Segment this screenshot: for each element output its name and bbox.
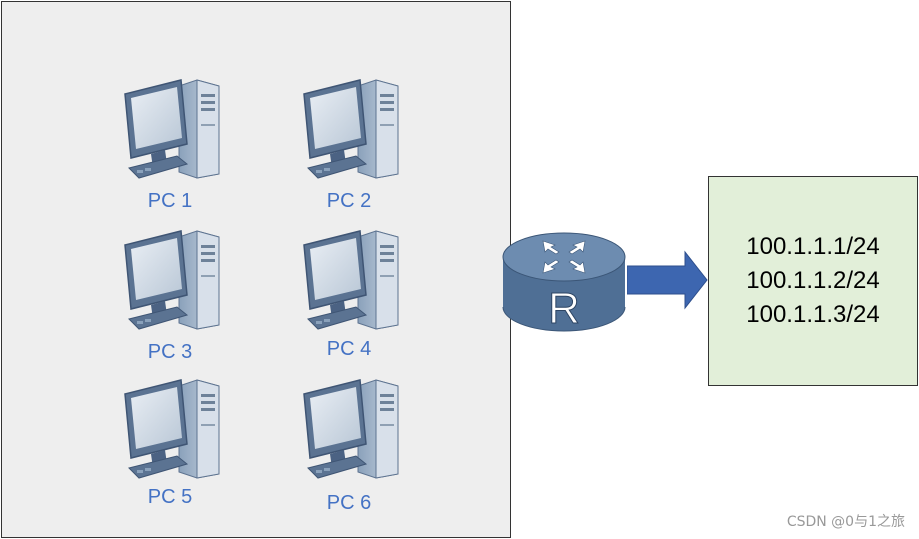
- pc-label: PC 5: [147, 486, 193, 508]
- watermark: CSDN @0与1之旅: [786, 514, 905, 530]
- pc-2: PC 2: [289, 74, 409, 224]
- arrow-right-icon: [626, 250, 708, 310]
- pc-label: PC 4: [326, 338, 372, 360]
- pc-label: PC 1: [147, 190, 193, 212]
- desktop-computer-icon: [124, 79, 220, 179]
- pc-label: PC 2: [326, 190, 372, 212]
- desktop-computer-icon: [303, 230, 399, 330]
- pc-label: PC 3: [147, 341, 193, 363]
- router-letter: R: [548, 284, 580, 333]
- desktop-computer-icon: [124, 379, 220, 479]
- ip-address: 100.1.1.2/24: [746, 267, 880, 294]
- ip-address: 100.1.1.3/24: [746, 301, 880, 328]
- ip-address: 100.1.1.1/24: [746, 233, 880, 260]
- address-pool: 100.1.1.1/24 100.1.1.2/24 100.1.1.3/24: [708, 176, 918, 386]
- router-icon: R: [502, 232, 626, 334]
- arrow-to-pool: [626, 250, 709, 310]
- pc-label: PC 6: [326, 492, 372, 514]
- pc-3: PC 3: [110, 225, 230, 375]
- router: R: [499, 219, 629, 335]
- desktop-computer-icon: [124, 230, 220, 330]
- lan-area: PC 1 PC 2 PC 3 PC 4 PC 5 PC 6: [1, 1, 511, 538]
- desktop-computer-icon: [303, 379, 399, 479]
- pc-1: PC 1: [110, 74, 230, 224]
- pc-4: PC 4: [289, 225, 409, 375]
- pc-6: PC 6: [289, 374, 409, 524]
- desktop-computer-icon: [303, 79, 399, 179]
- pc-5: PC 5: [110, 374, 230, 524]
